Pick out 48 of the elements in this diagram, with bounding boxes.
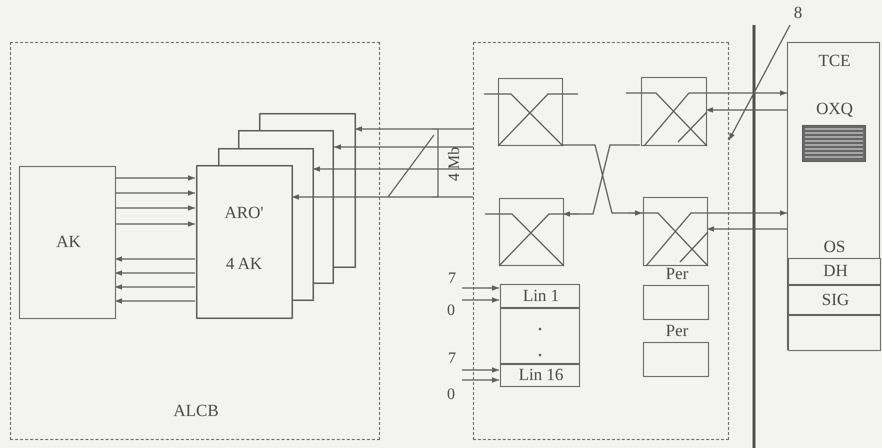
node-label: ARO' xyxy=(224,203,264,223)
dashed-group-box xyxy=(10,42,380,440)
arrow xyxy=(334,144,473,150)
node-label: Lin 1 xyxy=(522,286,560,306)
node-label: 4 AK xyxy=(226,254,262,274)
arrow xyxy=(115,284,195,290)
signal-label: 7 xyxy=(448,270,456,288)
control-unit-box xyxy=(787,42,880,350)
node-label: AK xyxy=(56,232,81,252)
arrow xyxy=(115,270,195,276)
arrow xyxy=(707,226,787,232)
signal-label: 0 xyxy=(447,302,455,320)
arrow xyxy=(115,221,195,227)
arrow xyxy=(115,256,195,262)
node-label: 8 xyxy=(794,2,802,22)
dashed-group-box xyxy=(473,42,729,440)
stacked-card-module xyxy=(196,113,356,319)
node-label: TCE xyxy=(818,51,851,71)
arrow xyxy=(115,205,195,211)
arrow xyxy=(462,297,499,303)
arrow xyxy=(462,367,499,373)
arrow xyxy=(707,210,787,216)
table-row xyxy=(788,258,881,285)
arrow xyxy=(355,126,473,132)
node-label: ALCB xyxy=(173,401,219,421)
table-row xyxy=(788,315,881,351)
signal-label: 7 xyxy=(448,350,456,368)
arrow xyxy=(706,107,787,113)
arrow xyxy=(115,298,195,304)
signal-label: 0 xyxy=(447,386,455,404)
arrow xyxy=(115,190,195,196)
node-label: OS xyxy=(824,237,846,257)
arrow xyxy=(292,194,473,200)
node-label: Per xyxy=(666,321,688,341)
module-box xyxy=(19,166,116,319)
arrow xyxy=(115,175,195,181)
node-label: OXQ xyxy=(816,99,853,119)
node-label: SIG xyxy=(822,290,850,310)
arrow xyxy=(313,166,473,172)
leader-line xyxy=(728,24,791,140)
node-label: DH xyxy=(823,261,848,281)
arrow xyxy=(462,285,499,291)
table-row xyxy=(788,285,881,315)
node-label: Lin 16 xyxy=(518,365,564,385)
arrow xyxy=(462,377,499,383)
arrow xyxy=(706,90,787,96)
node-label: Per xyxy=(666,264,688,284)
dimension-label: 4 Mb xyxy=(446,146,464,182)
